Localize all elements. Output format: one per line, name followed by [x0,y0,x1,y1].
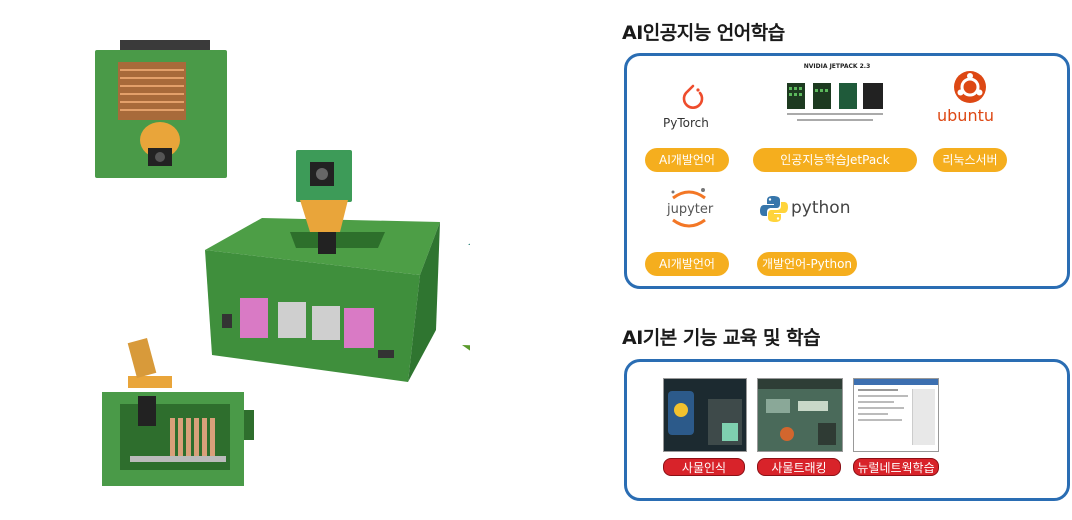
object-tracking-screenshot [757,378,843,452]
python-logo-text: python [791,198,851,218]
device-side-view [102,338,254,486]
label-object-tracking: 사물트래킹 [757,458,841,476]
label-object-recognition: 사물인식 [663,458,745,476]
label-neural-network: 뉴럴네트웍학습 [853,458,939,476]
label-python: 개발언어-Python [757,252,857,276]
label-linux-server: 리눅스서버 [933,148,1007,172]
jetpack-title: NVIDIA JETPACK 2.3 [803,63,871,70]
ubuntu-logo-text: ubuntu [937,106,994,125]
pytorch-icon [682,84,704,109]
device-top-view [95,40,227,178]
label-ai-language-2: AI개발언어 [645,252,729,276]
section2-panel: 사물인식 사물트래킹 뉴럴네트웍학습 [624,359,1070,501]
jupyter-icon [671,188,706,228]
label-jetpack: 인공지능학습JetPack [753,148,917,172]
device-illustrations [95,40,470,486]
section1-panel: PyTorch NVIDIA JETPACK 2.3 ubuntu AI개발언어… [624,53,1070,289]
section2-title: AI기본 기능 교육 및 학습 [622,327,821,349]
object-recognition-screenshot [663,378,747,452]
device-main-box [205,150,440,382]
arrow-to-section1 [468,243,470,245]
ubuntu-icon [954,71,986,103]
label-ai-language-1: AI개발언어 [645,148,729,172]
arrow-to-section2 [462,345,470,351]
pytorch-logo-text: PyTorch [663,116,709,130]
jupyter-logo-text: jupyter [667,202,714,217]
python-icon [760,196,788,222]
neural-network-screenshot [853,378,939,452]
jetpack-icon: NVIDIA JETPACK 2.3 [777,61,897,133]
section1-title: AI인공지능 언어학습 [622,22,785,44]
